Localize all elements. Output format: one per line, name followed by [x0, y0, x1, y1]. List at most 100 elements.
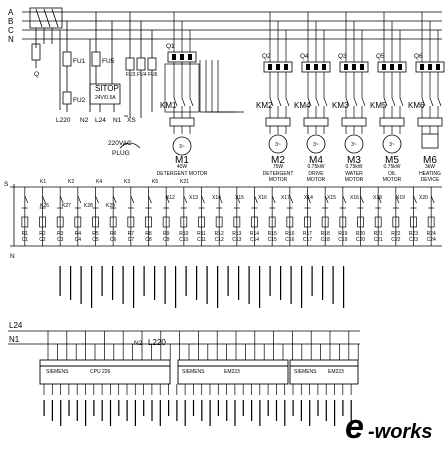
motor-name: HEATING — [419, 171, 441, 177]
relay-label: R11 — [197, 231, 206, 237]
breaker-pole — [276, 64, 280, 70]
motor-symbol — [382, 134, 402, 154]
relay-coil — [268, 216, 276, 228]
control-input-tag — [217, 266, 219, 308]
relay-coil — [74, 216, 82, 228]
contactor-contact — [399, 97, 404, 107]
plc-rails — [8, 330, 360, 345]
control-input-tag — [227, 266, 229, 296]
relay-label: R8 — [145, 231, 152, 237]
motor-symbol-text: 3~ — [313, 142, 319, 148]
contactor-contact — [391, 97, 396, 107]
switch-contact — [324, 195, 329, 204]
relay-coil — [357, 216, 364, 228]
plc-output-tag — [259, 400, 261, 426]
control-input-tag — [91, 266, 93, 308]
relay-label: R2 — [39, 231, 46, 237]
control-input-tag — [238, 266, 240, 300]
relay-coil — [286, 216, 294, 228]
control-input-tag — [322, 266, 324, 300]
k-label: K21 — [180, 179, 189, 185]
switch-contact — [148, 195, 152, 204]
relay-label: R14 — [250, 231, 259, 237]
plc-module-brand: SIEMENS — [46, 369, 69, 375]
control-input-tag — [112, 266, 114, 300]
relay-code: C5 — [92, 237, 99, 243]
motor-name: DETERGENT — [263, 171, 294, 177]
motor-symbol-text: 3~ — [275, 142, 281, 148]
switch-contact — [218, 195, 223, 204]
control-input-tag — [248, 266, 250, 304]
breaker-pole — [428, 64, 432, 70]
breaker-pole — [436, 64, 440, 70]
overload-relay — [265, 117, 291, 127]
fuse-label: FU2 — [73, 97, 86, 104]
relay-code: C18 — [321, 237, 330, 243]
motor-symbol-text: 3~ — [351, 142, 357, 148]
switch-contact — [236, 195, 241, 204]
phase-label-a: A — [8, 8, 14, 17]
terminal-frame — [164, 63, 200, 113]
relay-code: C2 — [39, 237, 46, 243]
isolator-label: Q — [34, 71, 39, 78]
overload-relay — [169, 117, 195, 127]
switch-contact — [413, 195, 417, 204]
motor-name: MOTOR — [345, 177, 364, 183]
plc-output-tag — [275, 400, 278, 421]
plc-output-tag — [176, 400, 178, 421]
relay-label: R21 — [374, 231, 383, 237]
control-input-tag — [311, 266, 313, 296]
relay-label: R5 — [92, 231, 99, 237]
plc-output-tag — [317, 400, 319, 416]
motor-symbol — [306, 134, 326, 154]
x-label: X19 — [396, 195, 405, 201]
plc-output-tag — [51, 400, 53, 421]
motor-tag: M1 — [175, 155, 189, 166]
relay-code: C9 — [163, 237, 170, 243]
relay-code: C21 — [374, 237, 383, 243]
relay-coil — [180, 216, 188, 228]
breaker-pole — [420, 64, 424, 70]
plug-line1: 220VAC — [108, 140, 132, 147]
motor-rating: 0.75kW — [346, 164, 363, 170]
contactor-contact — [437, 97, 442, 107]
relay-code: C1 — [22, 237, 29, 243]
control-input-tag — [70, 266, 72, 300]
psu-name: SITOP — [95, 84, 119, 93]
switch-contact — [307, 195, 311, 204]
contactor-contact — [361, 97, 366, 107]
contactor-contact — [353, 97, 358, 107]
relay-label: R3 — [57, 231, 64, 237]
plc-module-model: EM223 — [224, 369, 240, 375]
breaker-label: Q5 — [376, 53, 385, 60]
switch-contact — [183, 195, 188, 204]
control-input-tag — [332, 266, 334, 304]
control-input-tag — [280, 266, 282, 300]
plc-output-tag — [226, 400, 228, 421]
relay-code: C13 — [232, 237, 241, 243]
relay-code: C3 — [57, 237, 64, 243]
contactor-label: KM2 — [256, 101, 273, 110]
control-input-tag — [185, 266, 187, 296]
relay-label: R18 — [321, 231, 330, 237]
motor-symbol — [268, 134, 288, 154]
relay-label: R4 — [75, 231, 82, 237]
plc-output-tag — [118, 400, 120, 416]
relay-coil — [392, 216, 400, 228]
fuse-label: FU3 — [126, 72, 136, 78]
relay-code: C20 — [356, 237, 365, 243]
plc-module-brand: SIEMENS — [182, 369, 205, 375]
relay-label: R7 — [128, 231, 135, 237]
